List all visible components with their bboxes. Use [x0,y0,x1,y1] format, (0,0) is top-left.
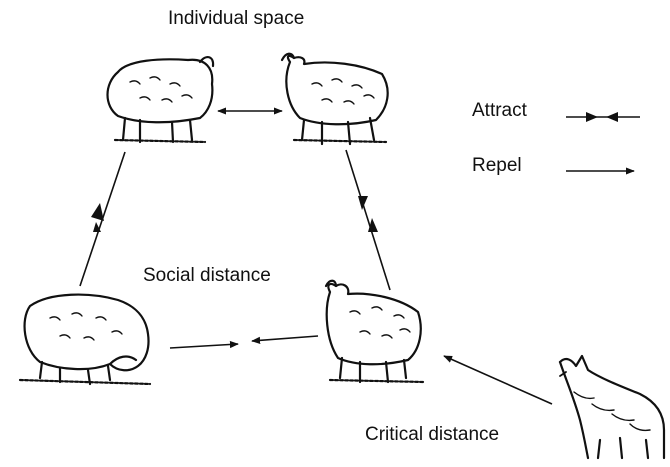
sheep-icon [280,52,389,146]
critical-arrow [443,355,553,405]
sheep-icon [324,279,426,384]
legend-repel-label: Repel [472,155,522,176]
sheepdog-icon [558,354,666,460]
individual-space-label: Individual space [168,8,305,29]
social-arrowhead-left-2 [93,222,101,232]
social-arrowhead-left [91,203,104,221]
social-arrow-bottom-a [169,340,239,349]
social-arrowhead-right-1 [358,196,368,210]
social-arrowhead-right-2 [368,218,378,232]
social-arrow-right [345,149,391,291]
grazing-sheep-icon [18,293,152,386]
sheep-icon [106,56,215,144]
social-distance-label: Social distance [143,265,271,286]
legend-attract-symbol [566,112,640,122]
critical-distance-label: Critical distance [365,424,500,445]
social-arrow-bottom-b [251,335,319,344]
legend-attract-label: Attract [472,100,527,121]
